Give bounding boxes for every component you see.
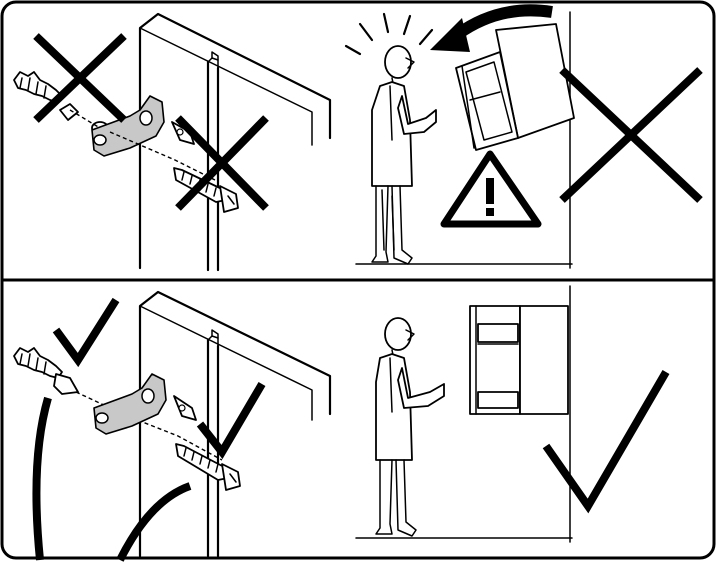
person-figure (375, 317, 445, 537)
secured-drawer-unit (469, 305, 569, 415)
tool-stroke (116, 482, 192, 562)
check-icon (196, 381, 266, 460)
arrow-icon (430, 4, 553, 52)
tool-stroke (32, 396, 52, 561)
cross-icon (559, 67, 703, 203)
warning-triangle-icon (440, 150, 542, 228)
angle-bracket-icon (93, 373, 197, 435)
wall-plug-icon (13, 347, 79, 395)
person-figure (371, 45, 437, 265)
check-icon (52, 297, 120, 368)
check-icon (542, 369, 670, 514)
alert-lines (344, 12, 434, 56)
angle-bracket-icon (91, 95, 195, 157)
panel-correct (13, 285, 670, 562)
cabinet-side-top (138, 12, 332, 272)
cross-icon (175, 115, 269, 211)
cross-icon (33, 33, 127, 123)
tipping-drawer-unit (455, 23, 575, 151)
screw-icon (175, 443, 241, 491)
alignment-line (69, 109, 216, 181)
panel-wrong (13, 4, 703, 272)
